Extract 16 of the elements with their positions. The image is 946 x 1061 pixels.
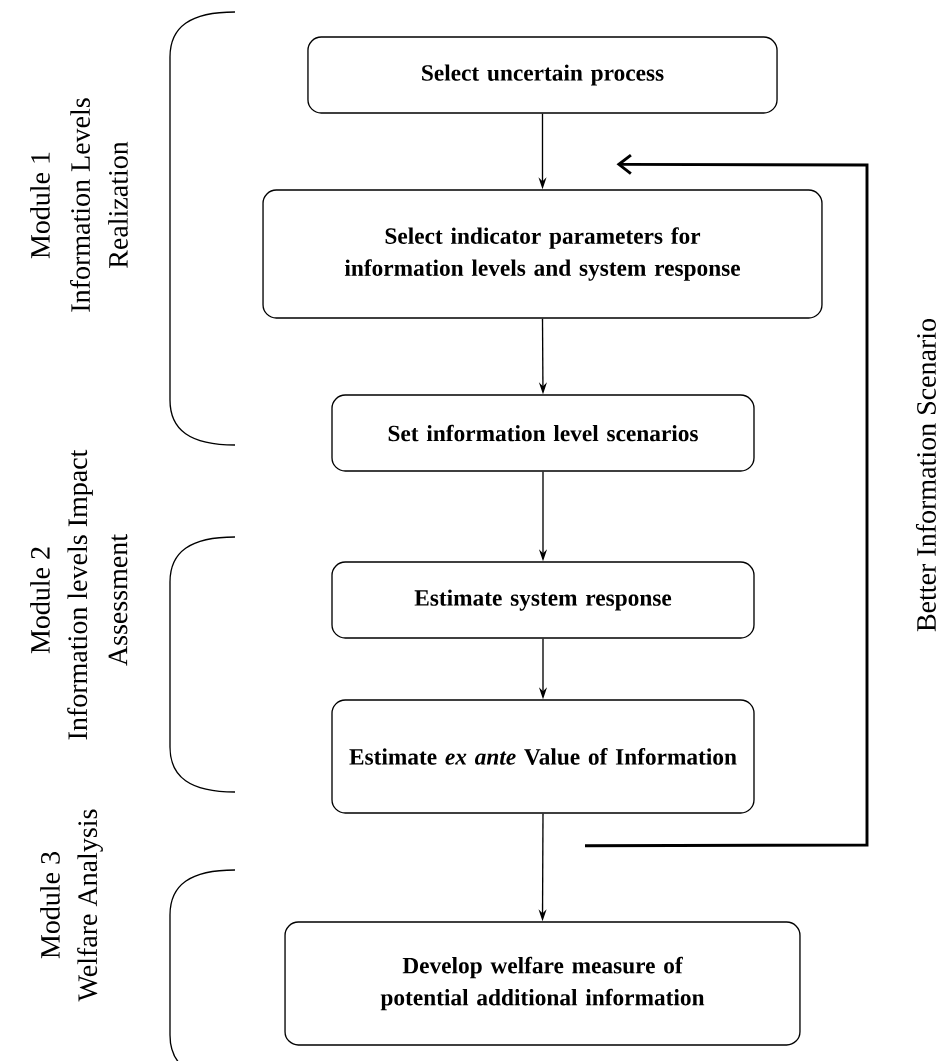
module-label: Assessment [108, 534, 128, 666]
process-box: Select indicator parameters for information levels and system response [262, 189, 823, 319]
feedback-arrow [585, 153, 869, 848]
module-label: Realization [108, 141, 128, 268]
edge-label: Better Information Scenario [915, 318, 936, 632]
process-box: Estimate ex ante Value of Information [331, 699, 755, 814]
module-label: Module 3 [40, 852, 60, 959]
process-box: Develop welfare measure of potential additional information [284, 921, 801, 1046]
module-label: Module 2 [30, 547, 50, 654]
module-label: Welfare Analysis [77, 809, 103, 1002]
process-box: Set information level scenarios [331, 394, 755, 472]
module-label: Information Levels [70, 98, 90, 312]
process-box: Estimate system response [331, 561, 755, 639]
module-label: Information levels Impact [67, 449, 93, 740]
module-label: Module 1 [30, 152, 50, 259]
process-box: Select uncertain process [307, 36, 778, 114]
